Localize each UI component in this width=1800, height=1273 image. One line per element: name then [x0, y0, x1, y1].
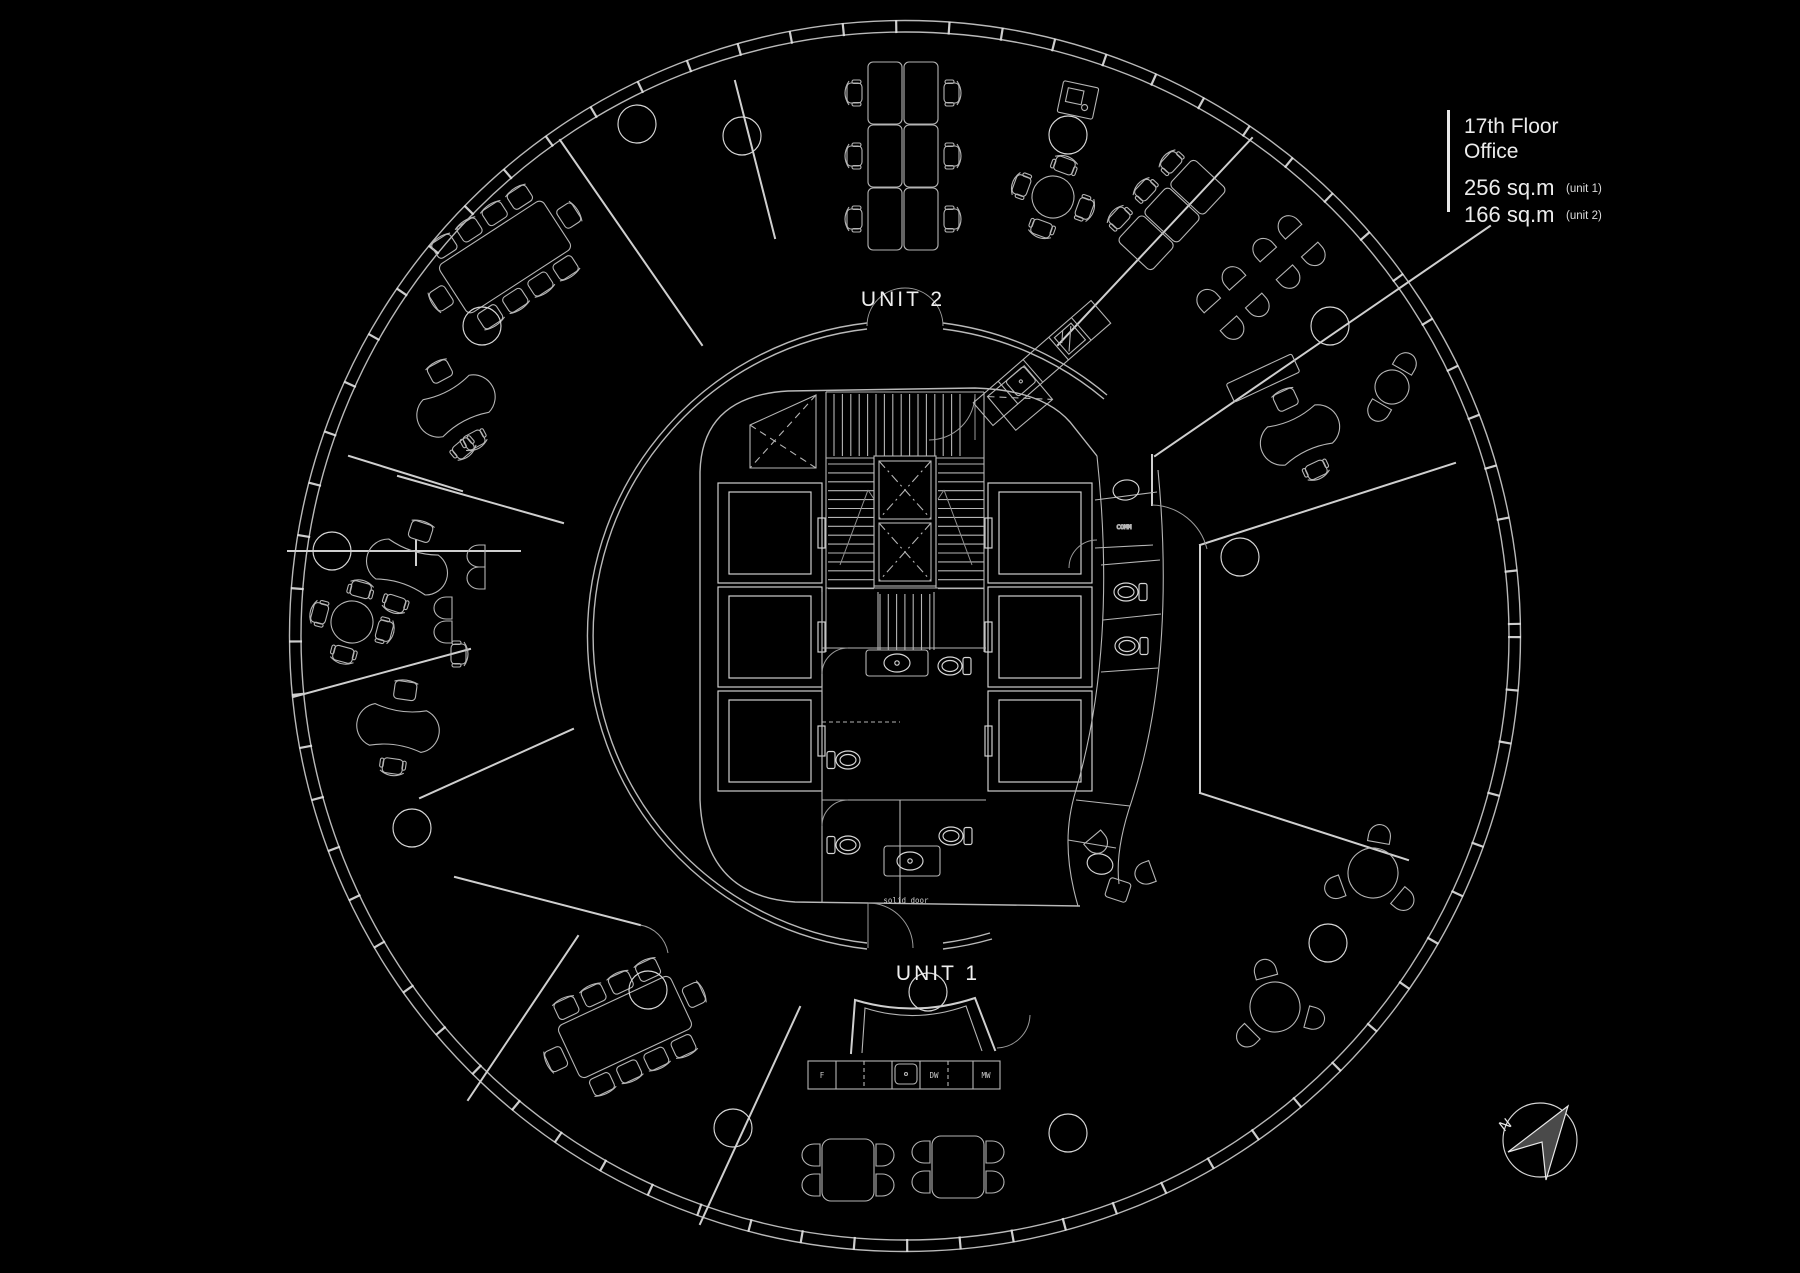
area-unit1: 256 sq.m	[1464, 175, 1555, 200]
core: COMM	[699, 364, 1164, 907]
printer-station	[1056, 80, 1100, 120]
dishwasher-label: DW	[929, 1071, 939, 1080]
desk-cluster-top	[845, 62, 961, 250]
desk-row-upper-right	[1100, 143, 1227, 272]
microwave-label: MW	[981, 1071, 991, 1080]
lounge-group-2	[1248, 211, 1330, 293]
lounge-group-1	[1192, 262, 1274, 344]
elevator-bank-left	[717, 482, 826, 792]
area-unit1-note: (unit 1)	[1566, 183, 1602, 195]
columns	[312, 104, 1350, 1153]
comm-room-label: COMM	[1117, 524, 1132, 531]
perimeter-curtain-wall	[288, 19, 1522, 1253]
desk-left-1	[397, 344, 515, 468]
stair	[825, 391, 985, 652]
elevator-bank-right	[984, 482, 1093, 792]
pantry-counter	[972, 299, 1112, 427]
round-table-top	[998, 142, 1108, 252]
unit1-label: UNIT 1	[896, 962, 980, 985]
solid-door-label: solid door	[883, 896, 929, 905]
north-arrow-icon	[1507, 1104, 1570, 1181]
cafe-table-1	[802, 1139, 894, 1201]
washrooms	[821, 592, 986, 903]
doors	[639, 287, 1208, 1049]
vestibule	[986, 364, 1054, 432]
desk-left-3	[350, 674, 446, 781]
area-unit2-note: (unit 2)	[1566, 210, 1602, 222]
partition-walls	[287, 79, 1492, 1226]
area-unit2: 166 sq.m	[1464, 202, 1555, 227]
furniture	[299, 62, 1430, 1201]
title-use: Office	[1464, 140, 1518, 163]
round-table-br-2	[1215, 947, 1332, 1055]
cafe-table-2	[912, 1136, 1004, 1198]
round-table-left	[299, 569, 404, 674]
fridge-label: F	[820, 1071, 825, 1080]
service-band-right: COMM	[1067, 455, 1164, 907]
north-compass: N	[1496, 1102, 1578, 1181]
conference-lower-left	[524, 943, 725, 1111]
inner-ring-wall	[586, 322, 1108, 950]
round-table-br-1	[1318, 816, 1430, 917]
title-block: 17th Floor Office 256 sq.m (unit 1) 166 …	[1447, 110, 1602, 227]
sideboard	[1226, 353, 1300, 403]
north-letter: N	[1496, 1115, 1515, 1135]
kitchen: F DW MW	[807, 996, 1001, 1090]
lounge-pair-right	[1083, 829, 1157, 903]
title-bar	[1447, 110, 1450, 212]
title-floor: 17th Floor	[1464, 115, 1559, 138]
exec-desk-right	[1242, 374, 1358, 496]
desk-left-2	[353, 508, 462, 625]
unit2-label: UNIT 2	[861, 288, 945, 311]
meeting-pair-right	[1358, 346, 1425, 429]
service-shaft	[749, 394, 817, 469]
